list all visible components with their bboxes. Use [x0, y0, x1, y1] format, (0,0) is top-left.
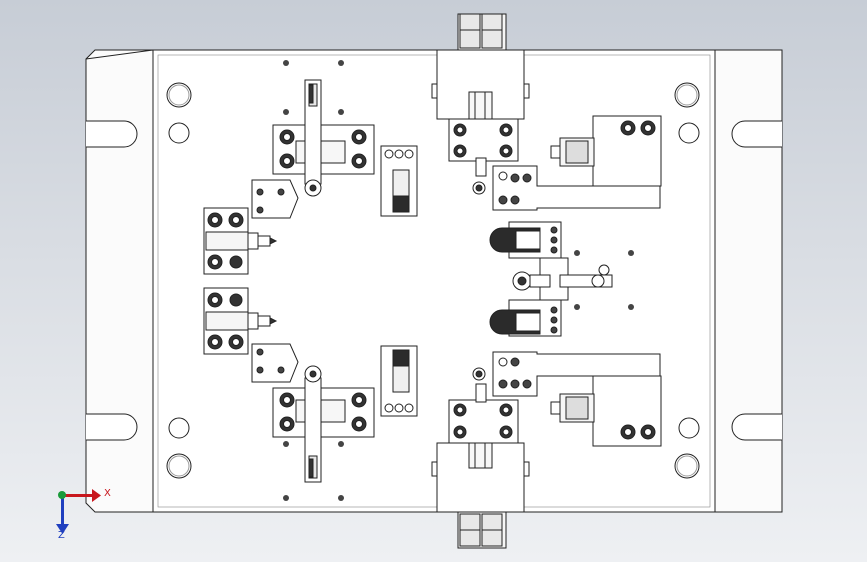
- clamp-arm-right-bottom: [492, 351, 662, 447]
- side-clamp-left-lower: [203, 287, 278, 355]
- clamp-arm-right-top: [492, 115, 662, 211]
- axis-z-label: Z: [58, 530, 65, 541]
- locator-bracket-left: [251, 179, 299, 383]
- bottom-clamp-cylinder: [431, 367, 530, 549]
- locating-hole: [166, 82, 700, 479]
- stop-block-lower: [380, 345, 418, 417]
- toggle-clamp-top-left: [272, 79, 375, 197]
- side-clamp-left-upper: [203, 207, 278, 275]
- mounting-slot: [86, 120, 782, 441]
- pusher-assembly-right: [489, 221, 613, 337]
- base-plate: [85, 49, 783, 513]
- axis-x-label: X: [104, 488, 111, 499]
- coordinate-triad-icon: [56, 489, 101, 534]
- toggle-clamp-bottom-left: [272, 365, 375, 483]
- top-clamp-cylinder: [431, 13, 530, 195]
- stop-block-upper: [380, 145, 418, 217]
- dowel-hole: [283, 60, 634, 501]
